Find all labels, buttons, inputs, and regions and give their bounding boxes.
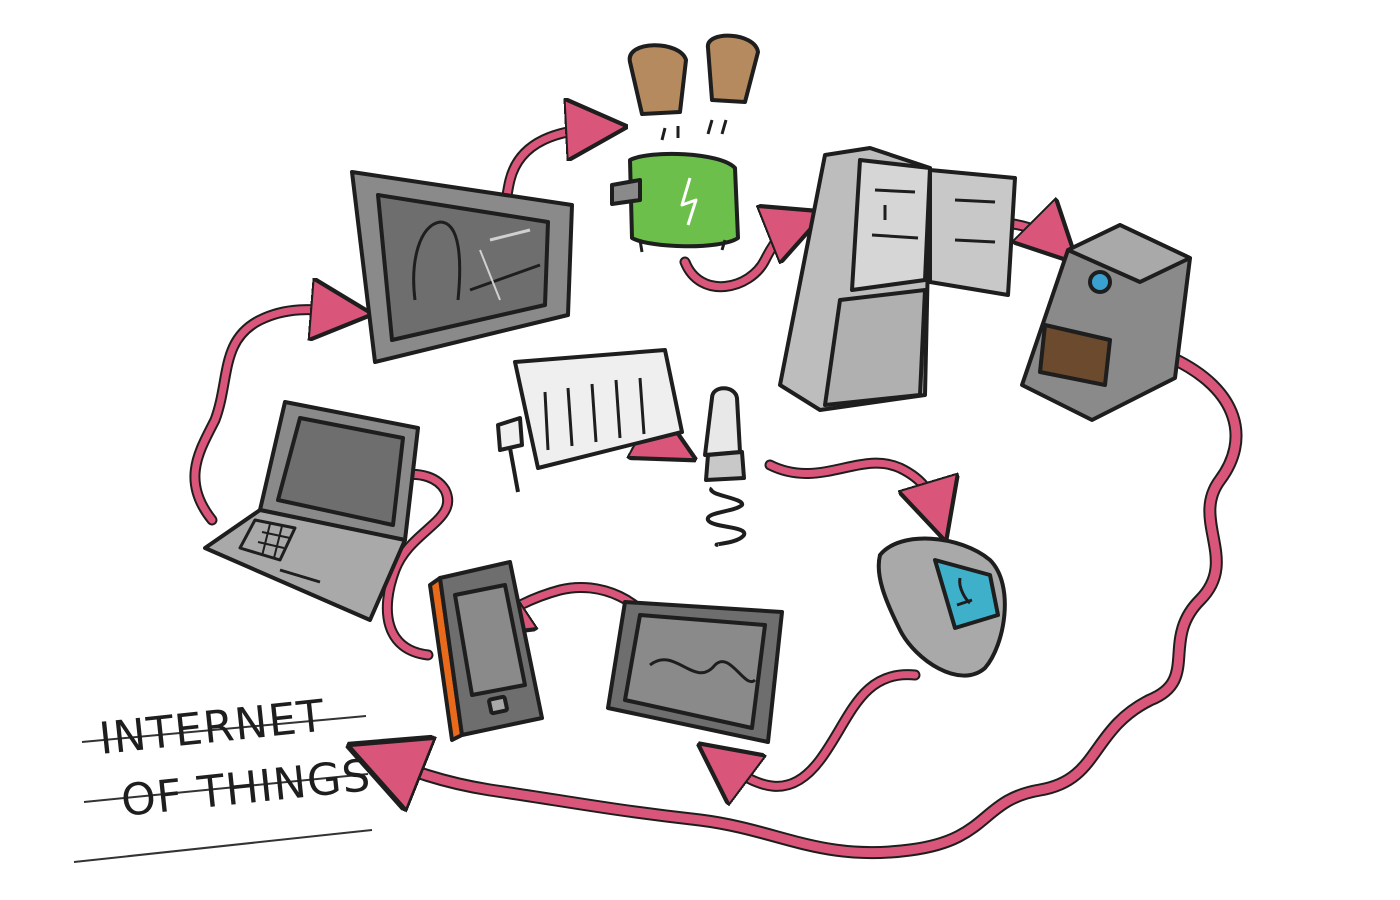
radiator-icon [496, 348, 684, 493]
fridge-icon [778, 146, 1017, 412]
toaster-icon [610, 151, 740, 253]
smartwatch-icon [876, 536, 1007, 678]
smartphone-icon [428, 560, 544, 742]
caption: INTERNET OF THINGS [78, 691, 378, 862]
toast-icon [627, 33, 760, 141]
caption-rules [73, 715, 373, 863]
laptop-icon [203, 400, 420, 622]
tablet-icon [606, 600, 784, 744]
tv-icon [350, 170, 574, 364]
light-bulb-icon [703, 386, 747, 547]
caption-line-2: OF THINGS [118, 750, 374, 827]
coffee-machine-icon [1020, 223, 1192, 422]
